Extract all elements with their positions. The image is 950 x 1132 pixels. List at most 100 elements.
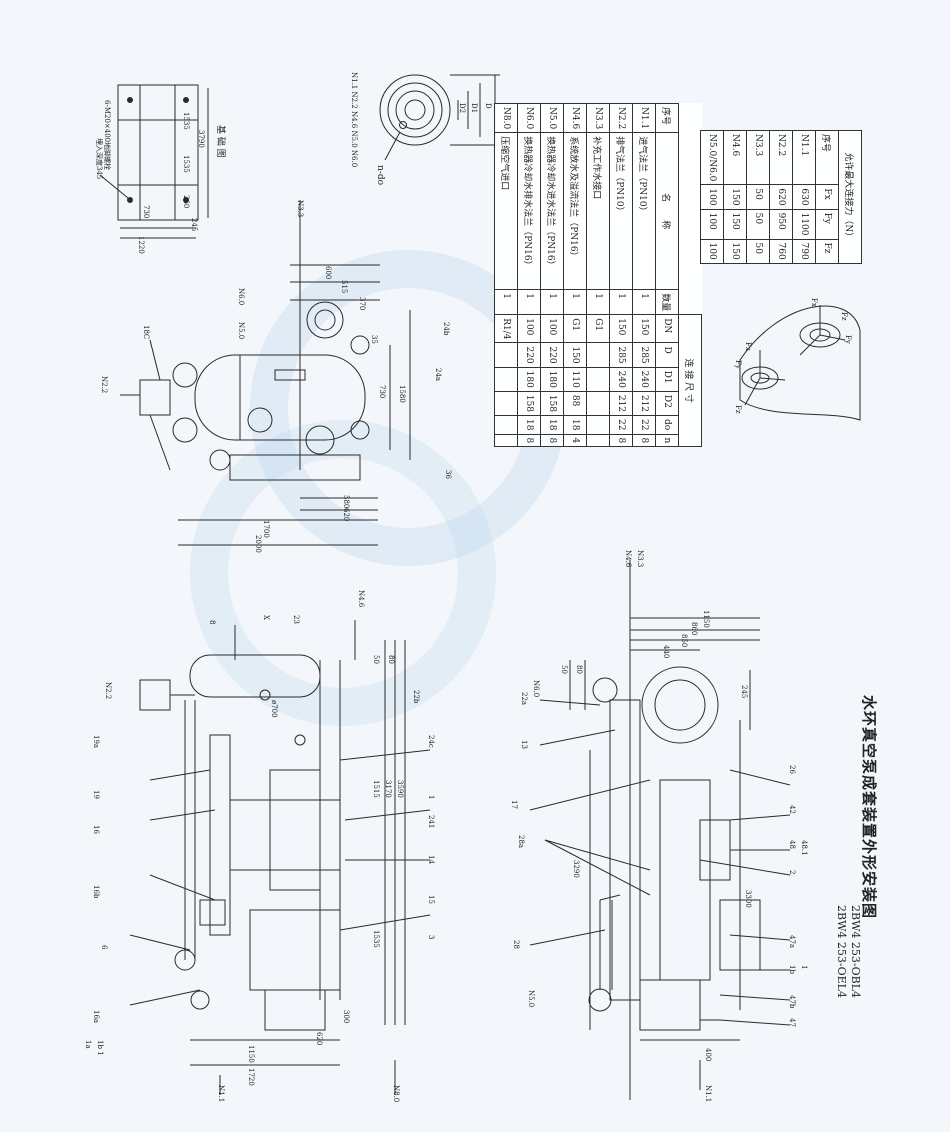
plan-nozzle-label: N2.2	[100, 376, 108, 394]
side-dim: 440	[662, 645, 670, 659]
table-cell	[586, 434, 610, 447]
force-table-title: 允许最大连接力（N）	[838, 130, 862, 264]
table-cell: 180	[517, 367, 541, 392]
flange-detail	[379, 74, 500, 161]
table-cell: 150	[632, 314, 656, 343]
table-cell: 18	[540, 415, 564, 434]
foundation-dim: 260	[182, 195, 190, 209]
table-cell: N1.1	[632, 103, 656, 133]
model-label-a: 2BW4 253-OBL4	[849, 905, 862, 999]
table-cell: N2.2	[609, 103, 633, 133]
table-cell: 158	[517, 391, 541, 416]
plan-dim: 2000	[254, 535, 262, 553]
table-cell: N4.6	[563, 103, 587, 133]
front-label: N2.2	[104, 682, 112, 700]
table-cell: 压缩空气进口	[494, 132, 518, 290]
force-table-header-row: 序号 Fx Fy Fz	[815, 130, 839, 264]
table-cell: 补充工作水接口	[586, 132, 610, 290]
table-cell	[494, 367, 518, 392]
side-label: 48.1	[800, 840, 808, 856]
side-elevation	[529, 560, 791, 1100]
table-cell: N3.3	[746, 130, 770, 185]
front-dim: 1720	[247, 1068, 255, 1086]
table-cell: 排气法兰（PN10）	[609, 132, 633, 290]
foundation-plan	[99, 84, 209, 239]
front-label: 16	[92, 825, 100, 834]
table-cell: 1100	[792, 209, 816, 240]
side-label: 48	[788, 840, 796, 849]
table-cell: 1	[540, 289, 564, 315]
table-cell: 1	[586, 289, 610, 315]
side-label: 47a	[788, 935, 796, 949]
front-elevation	[129, 620, 431, 1095]
side-label: N5.0	[527, 990, 535, 1008]
side-label: 17	[510, 800, 518, 809]
foundation-dim: 1535	[182, 155, 190, 173]
front-label: N1.1	[217, 1085, 225, 1103]
front-dim: 1515	[372, 780, 380, 798]
side-label: N6.0	[532, 680, 540, 698]
side-label: 26	[788, 765, 796, 774]
table-cell: G1	[563, 314, 587, 343]
front-label: 1a	[84, 1040, 92, 1049]
plan-dim: 1700	[262, 520, 270, 538]
side-label: 47	[788, 1018, 796, 1027]
table-cell: 285	[632, 342, 656, 368]
table-cell: 8	[609, 434, 633, 447]
flange-label: D	[484, 103, 492, 109]
plan-dim: 35	[370, 335, 378, 344]
table-cell	[586, 415, 610, 434]
front-label: 6	[100, 945, 108, 950]
side-label: 42	[788, 805, 796, 814]
front-label: X	[262, 615, 270, 620]
flange-note: N1.1 N2.2 N4.6 N5.0 N6.0	[350, 72, 358, 168]
table-cell: 换热器冷却水进水法兰（PN16）	[540, 132, 564, 290]
side-dim: 850	[680, 634, 688, 648]
front-label: 241	[427, 815, 435, 829]
front-label: 16a	[92, 1010, 100, 1024]
table-cell	[586, 391, 610, 416]
table-cell: 100	[517, 314, 541, 343]
table-cell: 1	[494, 289, 518, 315]
table-cell: 22	[609, 415, 633, 434]
force-diagram	[739, 305, 861, 421]
table-cell: 212	[609, 391, 633, 416]
plan-nozzle-label: N6.0	[237, 288, 245, 306]
front-label: N4.6	[357, 590, 365, 608]
table-cell: 220	[517, 342, 541, 368]
table-cell	[586, 342, 610, 368]
table-cell: 1	[609, 289, 633, 315]
foundation-dim: 245	[190, 218, 198, 232]
table-cell: 1	[517, 289, 541, 315]
side-label: 22a	[520, 692, 528, 706]
force-axis-label: Fy	[734, 360, 742, 369]
table-cell: 150	[723, 239, 747, 264]
connection-table-title-row: 连 接 尺 寸	[678, 104, 702, 447]
front-dim: 3170	[384, 780, 392, 798]
table-header: 数量	[655, 289, 679, 315]
front-label: N8.0	[392, 1085, 400, 1103]
table-cell: 180	[540, 367, 564, 392]
force-axis-label: Fx	[744, 342, 752, 351]
table-cell	[586, 367, 610, 392]
front-label: 24c	[427, 735, 435, 748]
table-header: Fz	[815, 239, 839, 264]
table-cell: 630	[792, 184, 816, 210]
side-label: 28a	[517, 835, 525, 849]
side-label: 13	[520, 740, 528, 749]
front-dim: 300	[342, 1010, 350, 1024]
force-table-title-row: 允许最大连接力（N）	[838, 130, 862, 264]
plan-dim: 730	[378, 385, 386, 399]
table-cell: N8.0	[494, 103, 518, 133]
front-label: 1	[427, 795, 435, 800]
table-cell: 8	[517, 434, 541, 447]
front-label: 14	[427, 855, 435, 864]
table-cell: 212	[632, 391, 656, 416]
front-dim: 50	[372, 655, 380, 664]
table-cell: 150	[723, 184, 747, 210]
